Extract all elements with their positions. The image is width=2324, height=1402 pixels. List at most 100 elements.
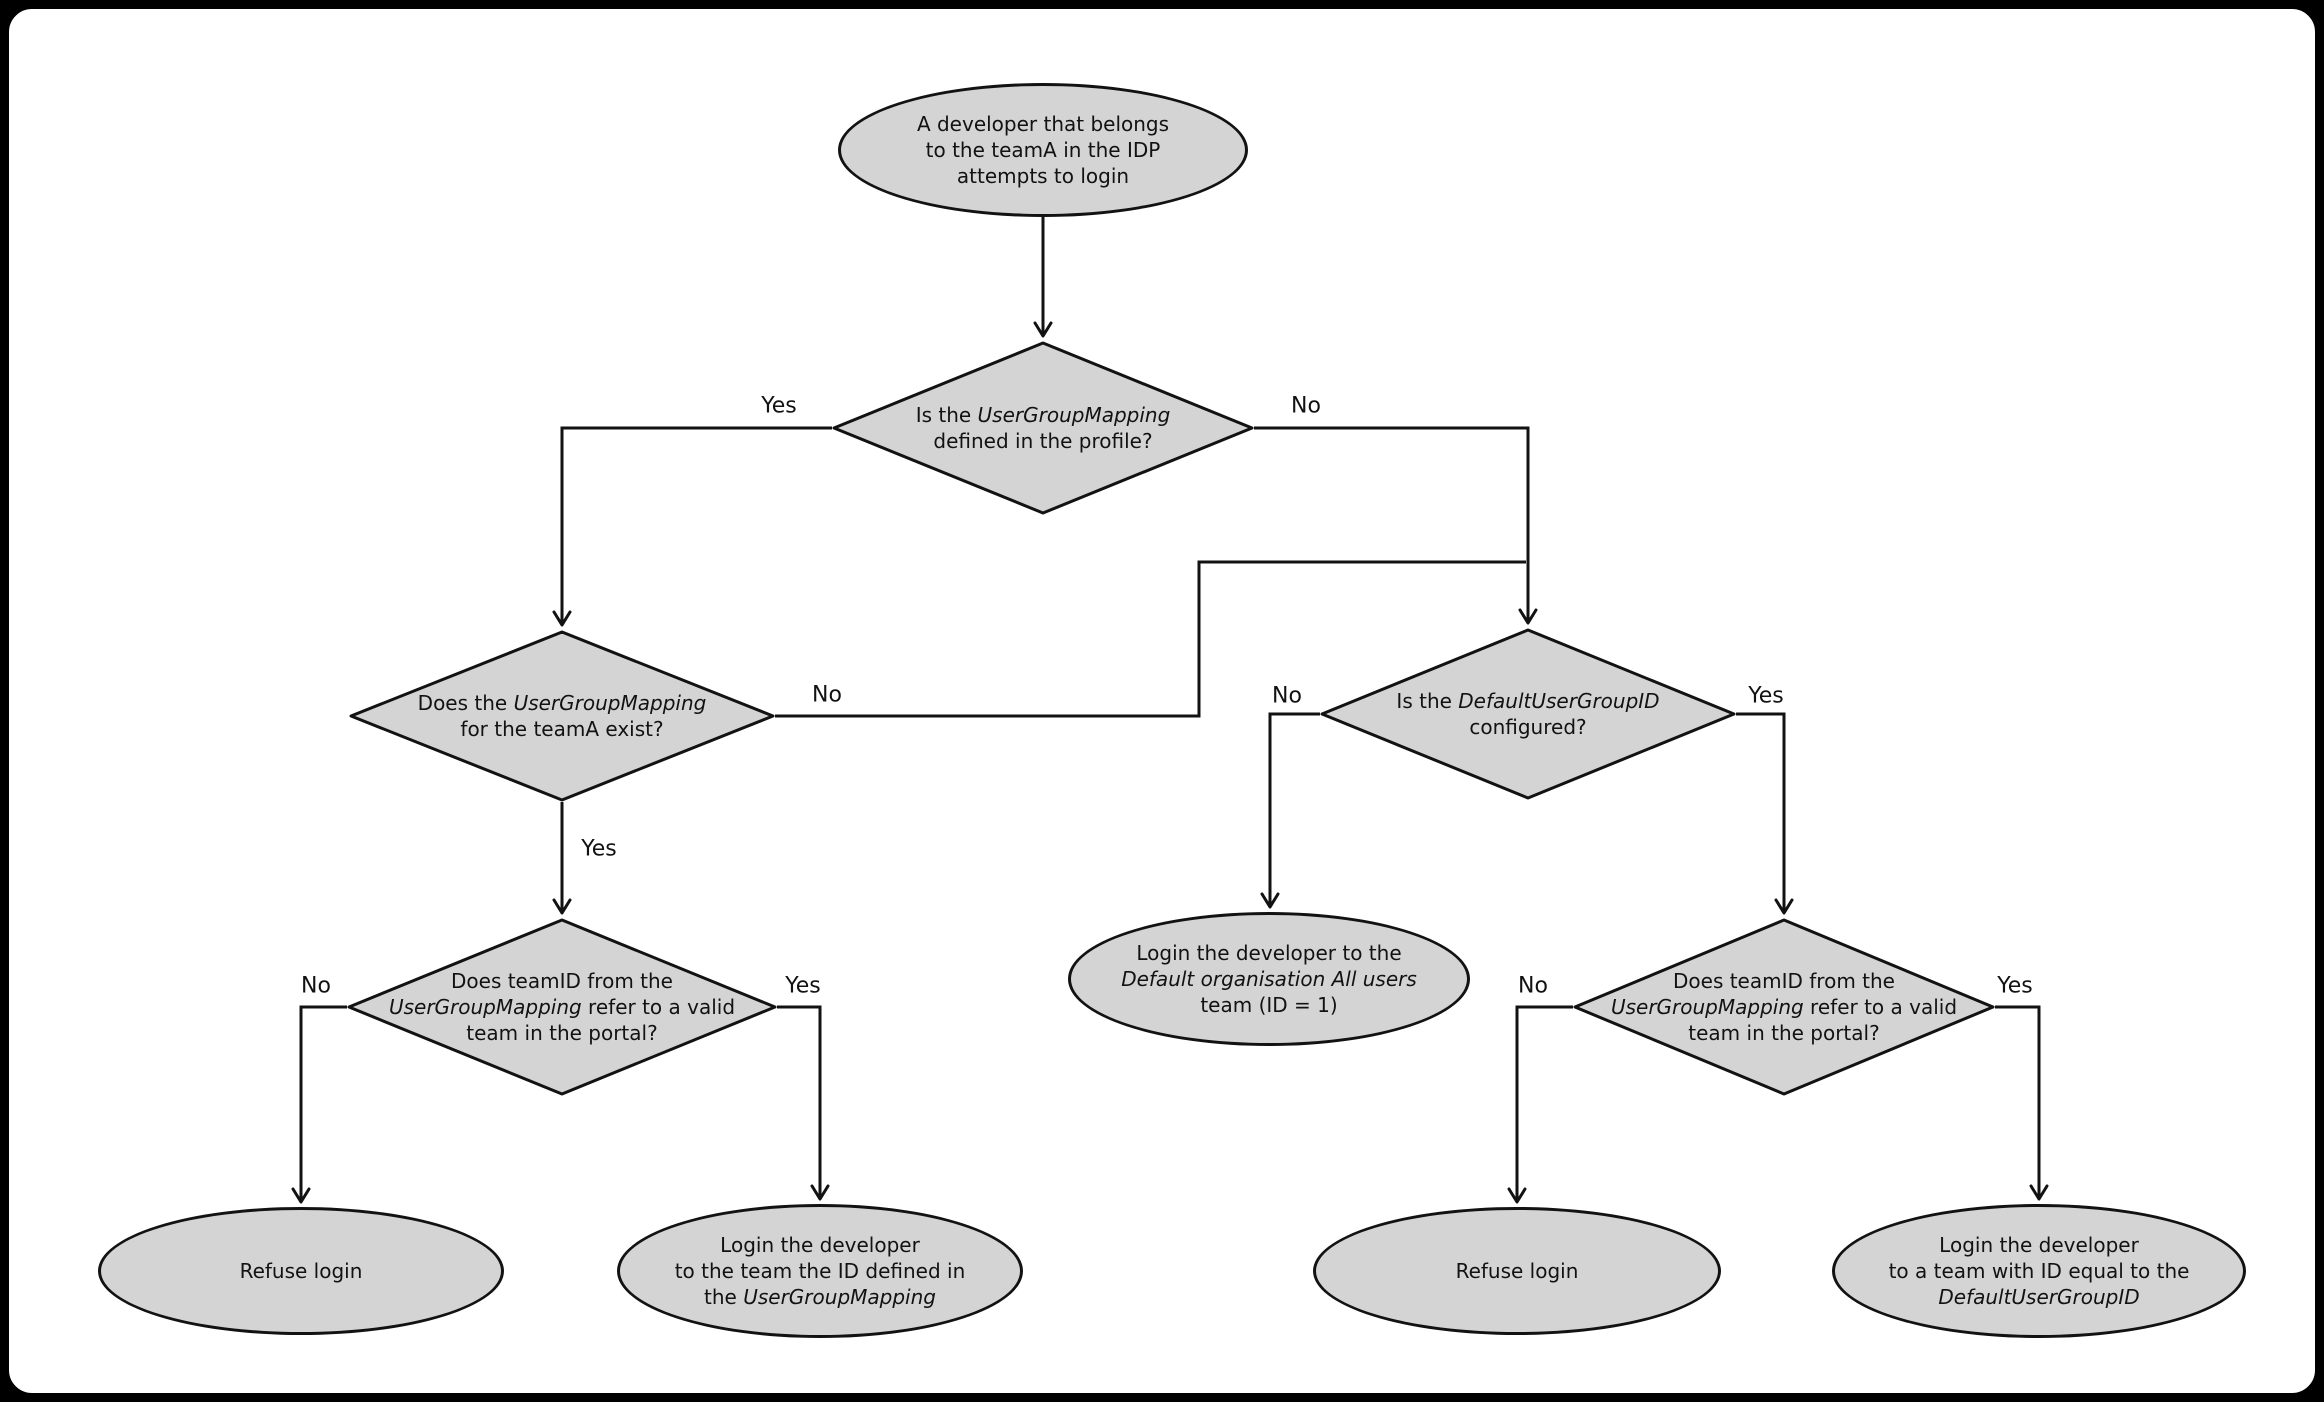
edge-teamid-left-no bbox=[291, 1005, 347, 1204]
text-line: defined in the profile? bbox=[916, 428, 1171, 454]
text-run: Refuse login bbox=[239, 1259, 363, 1283]
node-text-refuse-login-left: Refuse login bbox=[240, 1258, 363, 1284]
edge-label-mapping-exists-no: No bbox=[812, 682, 842, 708]
text-line: Refuse login bbox=[240, 1258, 363, 1284]
text-line: to a team with ID equal to the bbox=[1889, 1258, 2190, 1284]
text-line: team in the portal? bbox=[389, 1020, 735, 1046]
text-run: Refuse login bbox=[1455, 1259, 1579, 1283]
text-line: Does teamID from the bbox=[389, 968, 735, 994]
node-text-refuse-login-right: Refuse login bbox=[1456, 1258, 1579, 1284]
text-run: refer to a valid bbox=[1803, 995, 1958, 1019]
text-line: team in the portal? bbox=[1611, 1020, 1957, 1046]
text-line: to the team the ID defined in bbox=[675, 1258, 966, 1284]
text-run: Does the bbox=[417, 691, 514, 715]
edge-label-mapping-defined-yes: Yes bbox=[761, 393, 797, 419]
text-run: UserGroupMapping bbox=[513, 691, 707, 715]
edge-mapping-defined-yes bbox=[552, 426, 832, 627]
text-line: Login the developer bbox=[1889, 1232, 2190, 1258]
text-line: team (ID = 1) bbox=[1121, 992, 1417, 1018]
text-run: UserGroupMapping bbox=[977, 403, 1171, 427]
text-run: defined in the profile? bbox=[933, 429, 1153, 453]
text-line: DefaultUserGroupID bbox=[1889, 1284, 2190, 1310]
edge-teamid-right-no bbox=[1507, 1005, 1573, 1204]
edge-label-default-configured-yes: Yes bbox=[1748, 683, 1784, 709]
text-run: A developer that belongs bbox=[916, 112, 1170, 136]
text-line: Is the DefaultUserGroupID bbox=[1396, 688, 1659, 714]
edge-default-configured-yes bbox=[1736, 712, 1794, 915]
text-line: Refuse login bbox=[1456, 1258, 1579, 1284]
diamond-shape bbox=[1573, 918, 1995, 1096]
text-line: UserGroupMapping refer to a valid bbox=[1611, 994, 1957, 1020]
text-run: team in the portal? bbox=[1688, 1021, 1880, 1045]
edge-layer bbox=[291, 217, 2049, 1204]
text-run: Is the bbox=[915, 403, 978, 427]
text-run: Does teamID from the bbox=[451, 969, 673, 993]
text-run: refer to a valid bbox=[581, 995, 736, 1019]
text-run: UserGroupMapping bbox=[743, 1285, 936, 1309]
text-run: Does teamID from the bbox=[1673, 969, 1895, 993]
text-run: Login the developer bbox=[720, 1233, 920, 1257]
edge-label-teamid-right-yes: Yes bbox=[1997, 973, 2033, 999]
text-run: team (ID = 1) bbox=[1200, 993, 1338, 1017]
text-run: DefaultUserGroupID bbox=[1938, 1285, 2140, 1309]
text-run: UserGroupMapping bbox=[388, 995, 582, 1019]
text-run: for the teamA exist? bbox=[460, 717, 664, 741]
text-line: Login the developer to the bbox=[1121, 940, 1417, 966]
edge-mapping-defined-no bbox=[1254, 426, 1538, 625]
text-line: for the teamA exist? bbox=[418, 716, 707, 742]
node-refuse-login-right: Refuse login bbox=[1313, 1207, 1721, 1335]
edge-label-default-configured-no: No bbox=[1272, 683, 1302, 709]
text-run: configured? bbox=[1469, 715, 1587, 739]
edge-mapping-exists-no bbox=[775, 560, 1526, 718]
diamond-shape bbox=[832, 341, 1254, 515]
text-run: attempts to login bbox=[956, 164, 1130, 188]
text-run: to the teamA in the IDP bbox=[925, 138, 1161, 162]
text-run: the bbox=[704, 1285, 744, 1309]
text-line: Is the UserGroupMapping bbox=[916, 402, 1171, 428]
edge-label-mapping-defined-no: No bbox=[1291, 393, 1321, 419]
text-run: team in the portal? bbox=[466, 1021, 658, 1045]
text-line: attempts to login bbox=[917, 163, 1169, 189]
text-run: DefaultUserGroupID bbox=[1458, 689, 1660, 713]
diamond-shape bbox=[347, 918, 777, 1096]
diamond-shape bbox=[1320, 628, 1736, 800]
text-run: UserGroupMapping bbox=[1610, 995, 1804, 1019]
edge-teamid-right-yes bbox=[1995, 1005, 2049, 1201]
text-run: to the team the ID defined in bbox=[674, 1259, 966, 1283]
diamond-shape bbox=[349, 630, 775, 802]
edge-label-mapping-exists-yes: Yes bbox=[581, 836, 617, 862]
text-run: Login the developer bbox=[1939, 1233, 2139, 1257]
edge-label-teamid-left-yes: Yes bbox=[785, 973, 821, 999]
node-refuse-login-left: Refuse login bbox=[98, 1207, 504, 1335]
edge-teamid-left-yes bbox=[777, 1005, 830, 1201]
text-line: Default organisation All users bbox=[1121, 966, 1417, 992]
edge-default-configured-no bbox=[1260, 712, 1320, 909]
text-line: Does teamID from the bbox=[1611, 968, 1957, 994]
text-run: Is the bbox=[1396, 689, 1459, 713]
text-run: Default organisation All users bbox=[1121, 967, 1417, 991]
text-line: to the teamA in the IDP bbox=[917, 137, 1169, 163]
text-line: Login the developer bbox=[675, 1232, 966, 1258]
text-run: Login the developer to the bbox=[1136, 941, 1402, 965]
text-line: A developer that belongs bbox=[917, 111, 1169, 137]
